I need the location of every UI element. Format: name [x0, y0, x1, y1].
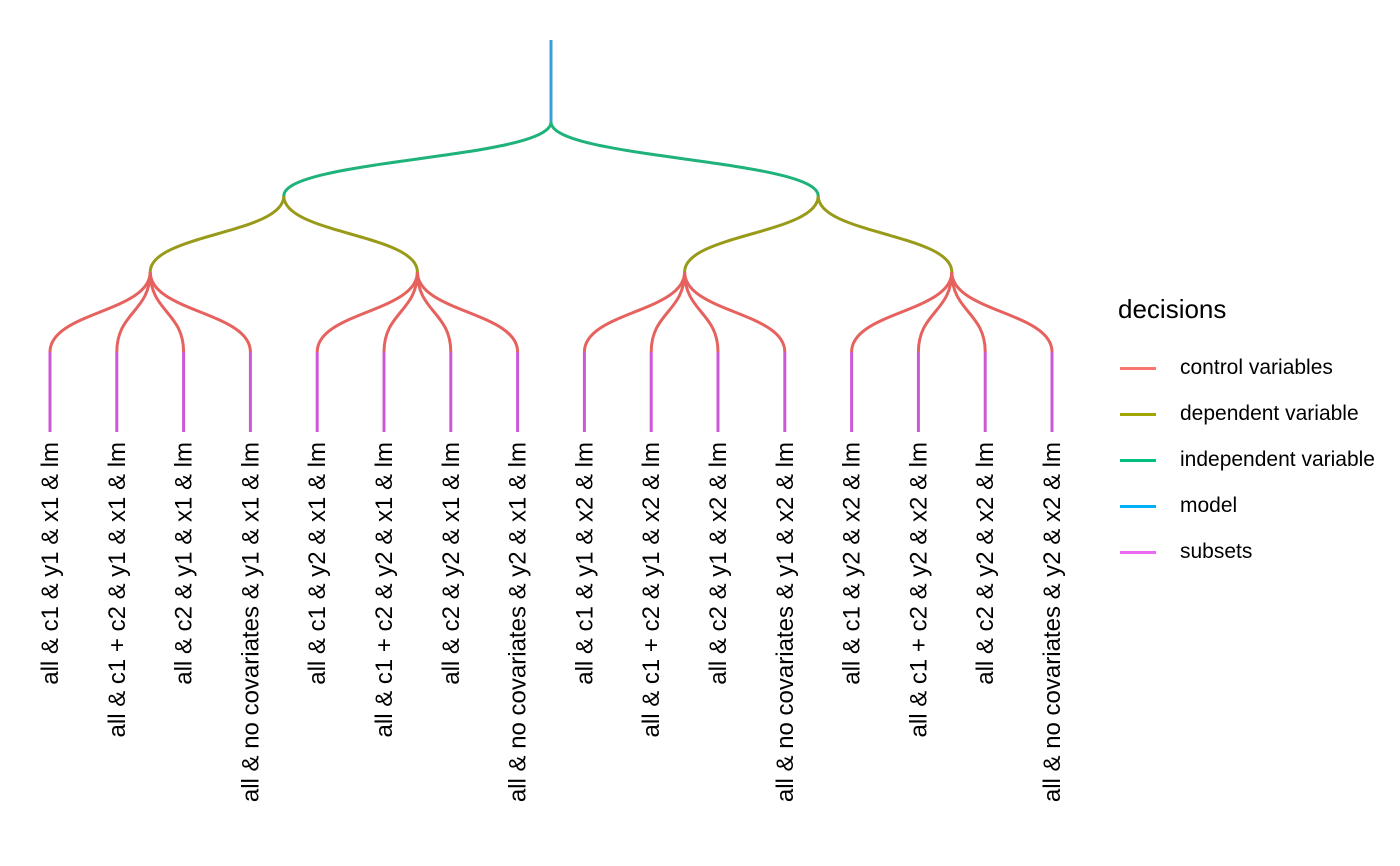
leaf-label: all & c1 & y1 & x1 & lm [37, 442, 64, 685]
legend-key-dependent-variable [1120, 412, 1156, 416]
legend-item-subsets: subsets [1116, 529, 1400, 575]
leaf-label: all & c1 + c2 & y1 & x1 & lm [104, 442, 131, 737]
edge-control-variables-9 [582, 271, 687, 353]
legend-label-control-variables: control variables [1180, 356, 1333, 379]
leaf-label: all & c1 + c2 & y2 & x1 & lm [371, 442, 398, 737]
legend-label-dependent-variable: dependent variable [1180, 402, 1359, 425]
edge-dependent-variable-1 [148, 195, 286, 273]
legend: decisions control variables dependent va… [1116, 294, 1400, 575]
leaf-label: all & no covariates & y1 & x2 & lm [772, 442, 799, 802]
edge-control-variables-7 [415, 271, 453, 353]
edge-control-variables-16 [950, 271, 1054, 353]
leaf-label: all & c2 & y1 & x2 & lm [705, 442, 732, 685]
leaf-label: all & c1 + c2 & y2 & x2 & lm [905, 442, 932, 737]
edge-control-variables-4 [148, 271, 252, 353]
legend-title: decisions [1118, 294, 1227, 324]
edge-control-variables-13 [850, 271, 954, 353]
legend-item-model: model [1116, 483, 1400, 529]
leaf-label: all & c1 & y2 & x1 & lm [304, 442, 331, 685]
edge-control-variables-6 [382, 271, 419, 353]
edge-control-variables-15 [950, 271, 987, 353]
legend-label-independent-variable: independent variable [1180, 448, 1375, 471]
legend-label-model: model [1180, 494, 1238, 517]
tree-edges [48, 40, 1054, 432]
leaf-label: all & c2 & y2 & x2 & lm [972, 442, 999, 685]
leaf-label: all & no covariates & y2 & x1 & lm [505, 442, 532, 802]
leaf-label: all & c1 + c2 & y1 & x2 & lm [638, 442, 665, 737]
legend-item-dependent-variable: dependent variable [1116, 391, 1400, 437]
edge-dependent-variable-3 [683, 195, 820, 273]
legend-key-model [1120, 504, 1156, 508]
edge-dependent-variable-4 [816, 195, 954, 273]
leaf-label: all & c2 & y2 & x1 & lm [438, 442, 465, 685]
edge-control-variables-2 [115, 271, 152, 353]
legend-key-control-variables [1120, 366, 1156, 370]
legend-key-subsets [1120, 550, 1156, 554]
legend-item-control-variables: control variables [1116, 345, 1400, 391]
edge-control-variables-5 [315, 271, 419, 353]
legend-item-independent-variable: independent variable [1116, 437, 1400, 483]
edge-independent-variable-1 [282, 121, 553, 197]
leaf-label: all & no covariates & y1 & x1 & lm [237, 442, 264, 802]
leaf-label: all & c1 & y2 & x2 & lm [839, 442, 866, 685]
leaf-label: all & no covariates & y2 & x2 & lm [1039, 442, 1066, 802]
edge-independent-variable-2 [549, 121, 820, 197]
edge-control-variables-3 [148, 271, 186, 353]
leaf-labels: all & c1 & y1 & x1 & lm all & c1 + c2 & y… [37, 442, 1066, 802]
edge-control-variables-10 [649, 271, 687, 353]
edge-control-variables-12 [683, 271, 787, 353]
leaf-label: all & c2 & y1 & x1 & lm [171, 442, 198, 685]
edge-control-variables-11 [683, 271, 720, 353]
edge-dependent-variable-2 [282, 195, 419, 273]
legend-key-independent-variable [1120, 458, 1156, 462]
edge-control-variables-1 [48, 271, 152, 353]
legend-label-subsets: subsets [1180, 540, 1253, 563]
edge-control-variables-14 [916, 271, 954, 353]
leaf-label: all & c1 & y1 & x2 & lm [571, 442, 598, 685]
edge-control-variables-8 [415, 271, 520, 353]
